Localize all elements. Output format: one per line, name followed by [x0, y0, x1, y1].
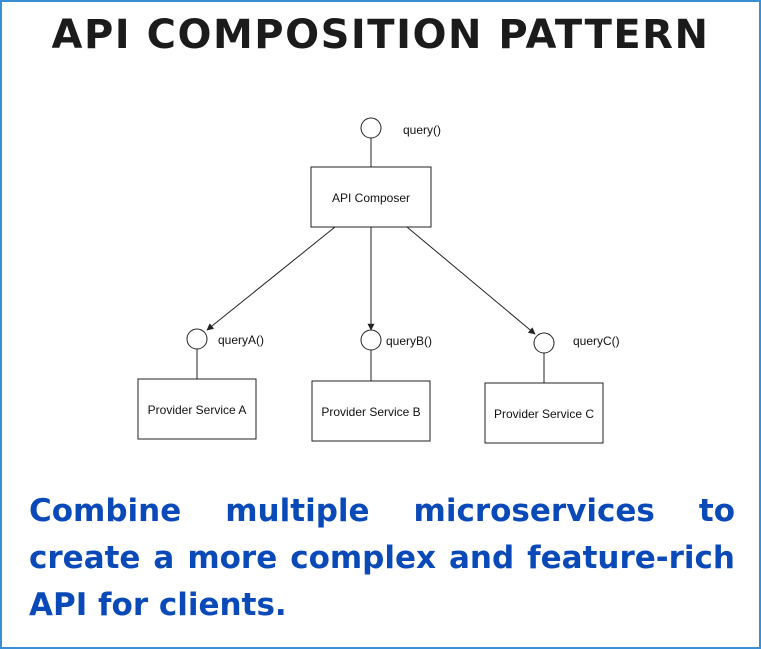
- api-composer-box: [310, 166, 432, 228]
- query-interface-icon: [360, 117, 382, 139]
- query-label: query(): [403, 123, 441, 137]
- arrow-to-query-a: [206, 226, 336, 331]
- query-b-label: queryB(): [386, 334, 432, 348]
- query-c-label: queryC(): [573, 334, 620, 348]
- provider-service-a-label: Provider Service A: [148, 403, 247, 417]
- provider-service-a-box: [137, 378, 257, 440]
- provider-service-b-box: [311, 380, 431, 442]
- query-c-interface-icon: [533, 332, 555, 354]
- arrow-to-query-c: [406, 226, 536, 335]
- provider-service-b-label: Provider Service B: [321, 405, 420, 419]
- page-title: API COMPOSITION PATTERN: [51, 12, 710, 58]
- provider-service-c-label: Provider Service C: [494, 407, 594, 421]
- query-b-interface-icon: [360, 329, 382, 351]
- query-a-interface-icon: [186, 328, 208, 350]
- api-composer-label: API Composer: [332, 191, 410, 205]
- query-a-label: queryA(): [218, 333, 264, 347]
- caption-text: Combine multiple microservices to create…: [29, 493, 735, 623]
- provider-service-c-box: [484, 382, 604, 444]
